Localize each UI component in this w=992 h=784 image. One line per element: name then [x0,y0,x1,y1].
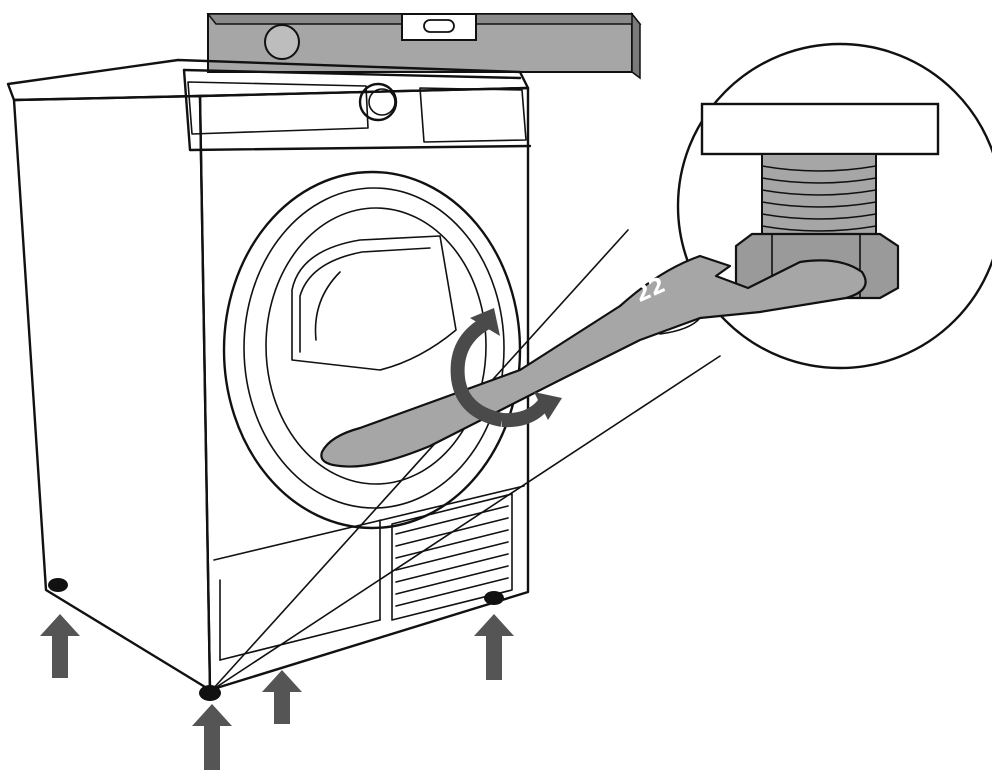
wrench-tool: 22 [321,256,865,467]
foot-right [484,591,504,605]
up-arrow-icon-middle [262,670,302,724]
foot-left [48,578,68,592]
foot-front [199,685,221,701]
detail-zoom-callout [212,44,992,690]
up-arrow-icon-front [192,704,232,770]
up-arrow-icon-left [40,614,80,678]
up-arrow-icon-right [474,614,514,680]
